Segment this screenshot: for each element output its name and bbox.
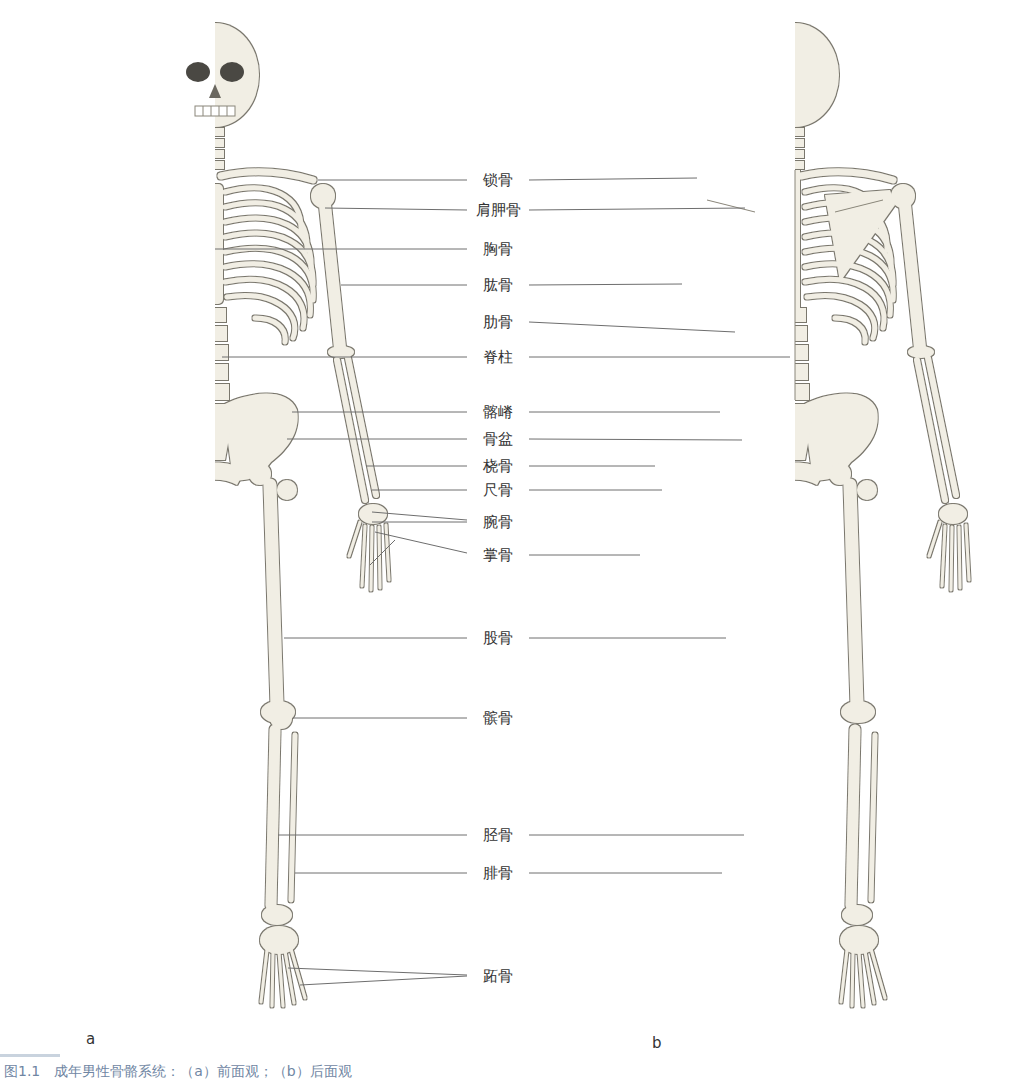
figure-caption: 图1.1 成年男性骨骼系统：（a）前面观；（b）后面观 (4, 1062, 352, 1080)
bone-label: 肩胛骨 (475, 200, 522, 220)
panel-letter: b (652, 1034, 662, 1052)
panel-letter: a (86, 1030, 95, 1048)
bone-label: 跖骨 (482, 966, 514, 986)
bone-label: 脊柱 (482, 347, 514, 367)
bone-label: 桡骨 (482, 456, 514, 476)
bone-label: 肱骨 (482, 275, 514, 295)
leader-lines (215, 178, 790, 985)
bone-label: 掌骨 (482, 545, 514, 565)
bone-label: 骨盆 (482, 429, 514, 449)
bone-label: 髂嵴 (482, 402, 514, 422)
bone-label: 腓骨 (482, 863, 514, 883)
bone-label: 锁骨 (482, 170, 514, 190)
bone-label: 髌骨 (482, 708, 514, 728)
bone-label: 胸骨 (482, 239, 514, 259)
bone-label: 股骨 (482, 628, 514, 648)
caption-bar (0, 1054, 60, 1057)
bone-label: 胫骨 (482, 825, 514, 845)
bone-label: 腕骨 (482, 512, 514, 532)
bone-label: 尺骨 (482, 480, 514, 500)
bone-label: 肋骨 (482, 312, 514, 332)
